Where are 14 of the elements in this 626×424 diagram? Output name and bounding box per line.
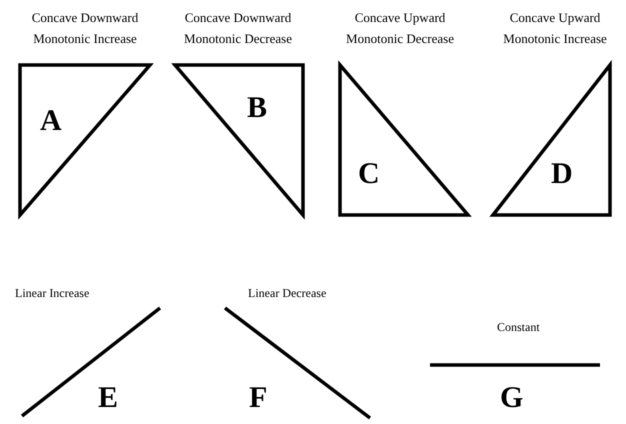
line-label: Linear Increase (15, 286, 90, 301)
line-label: Constant (497, 320, 540, 335)
triangle-heading: Concave Upward Monotonic Decrease (345, 9, 455, 48)
triangle-heading: Concave Upward Monotonic Increase (502, 9, 608, 48)
letter-label: G (500, 383, 524, 413)
letter-label: F (249, 383, 268, 413)
letter-label: C (358, 159, 380, 189)
letter-label: A (40, 106, 62, 136)
letter-label: B (247, 93, 268, 123)
letter-label: E (98, 383, 118, 413)
letter-label: D (551, 159, 573, 189)
triangle-heading: Concave Downward Monotonic Decrease (183, 9, 293, 48)
line-label: Linear Decrease (248, 286, 326, 301)
triangle-heading: Concave Downward Monotonic Increase (30, 9, 140, 48)
